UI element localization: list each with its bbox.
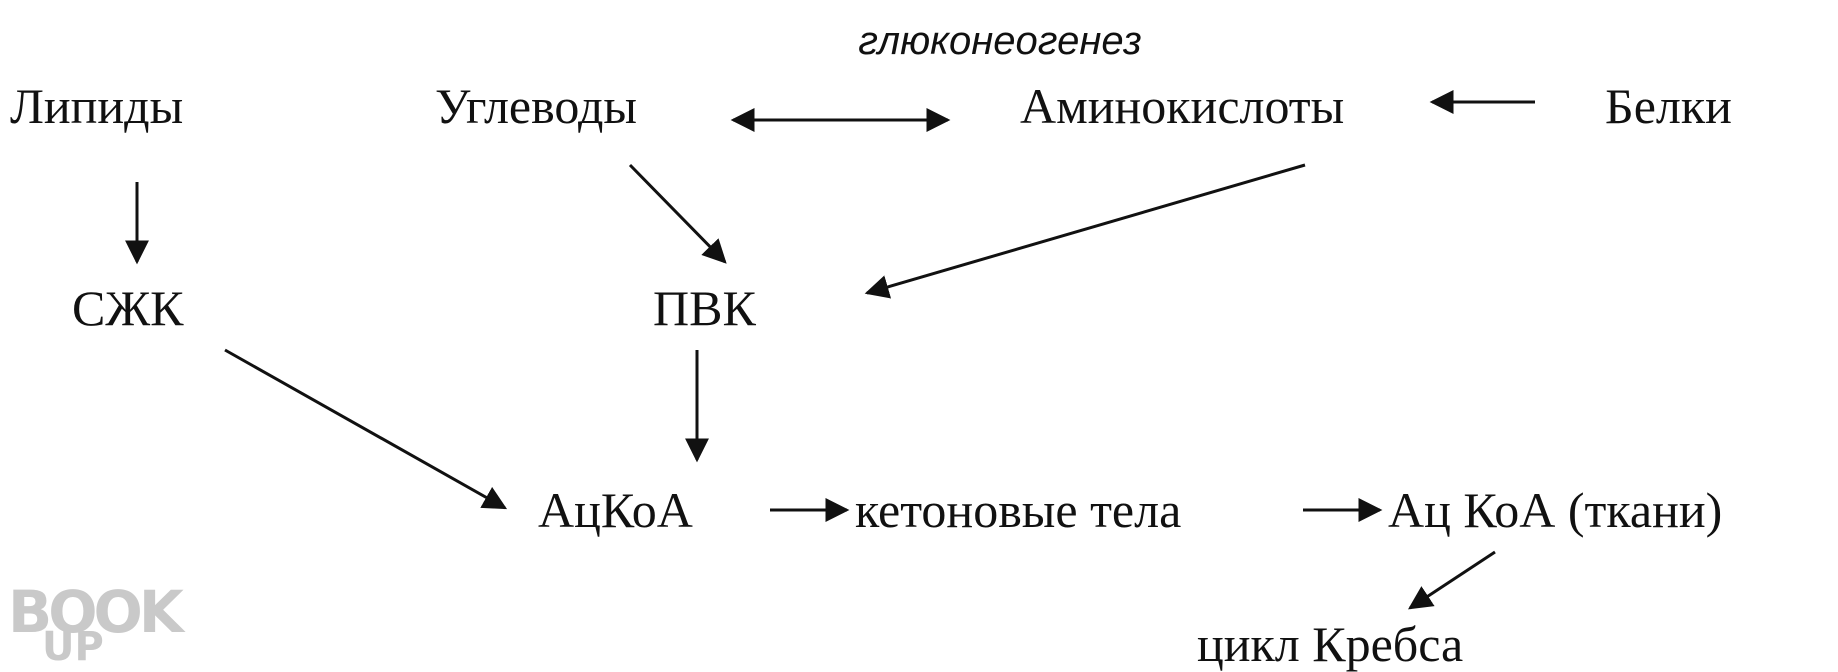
arrow-acetylcoa-tissue-to-krebs	[1407, 550, 1496, 610]
arrow-carbs-to-pyruvate	[628, 163, 727, 264]
node-acetyl-coa: АцКоА	[538, 482, 693, 538]
arrow-aminoacids-to-pyruvate	[864, 163, 1306, 299]
node-acetyl-coa-tissue: Ац КоА (ткани)	[1388, 482, 1722, 538]
node-carbohydrates: Углеводы	[435, 78, 637, 134]
node-lipids: Липиды	[10, 78, 183, 134]
node-ketone-bodies: кетоновые тела	[855, 482, 1181, 538]
node-krebs-cycle: цикл Кребса	[1197, 616, 1463, 672]
gluconeogenesis-label: глюконеогенез	[858, 19, 1141, 63]
node-amino-acids: Аминокислоты	[1020, 78, 1344, 134]
node-pyruvate: ПВК	[653, 280, 756, 336]
arrow-ffa-to-acetylcoa	[224, 348, 508, 510]
node-ffa: СЖК	[72, 280, 184, 336]
logo-text-up: UP	[42, 624, 104, 670]
node-proteins: Белки	[1605, 78, 1732, 134]
bookup-logo: BOOK UP	[8, 578, 190, 670]
logo-text-book: BOOK	[8, 578, 186, 646]
